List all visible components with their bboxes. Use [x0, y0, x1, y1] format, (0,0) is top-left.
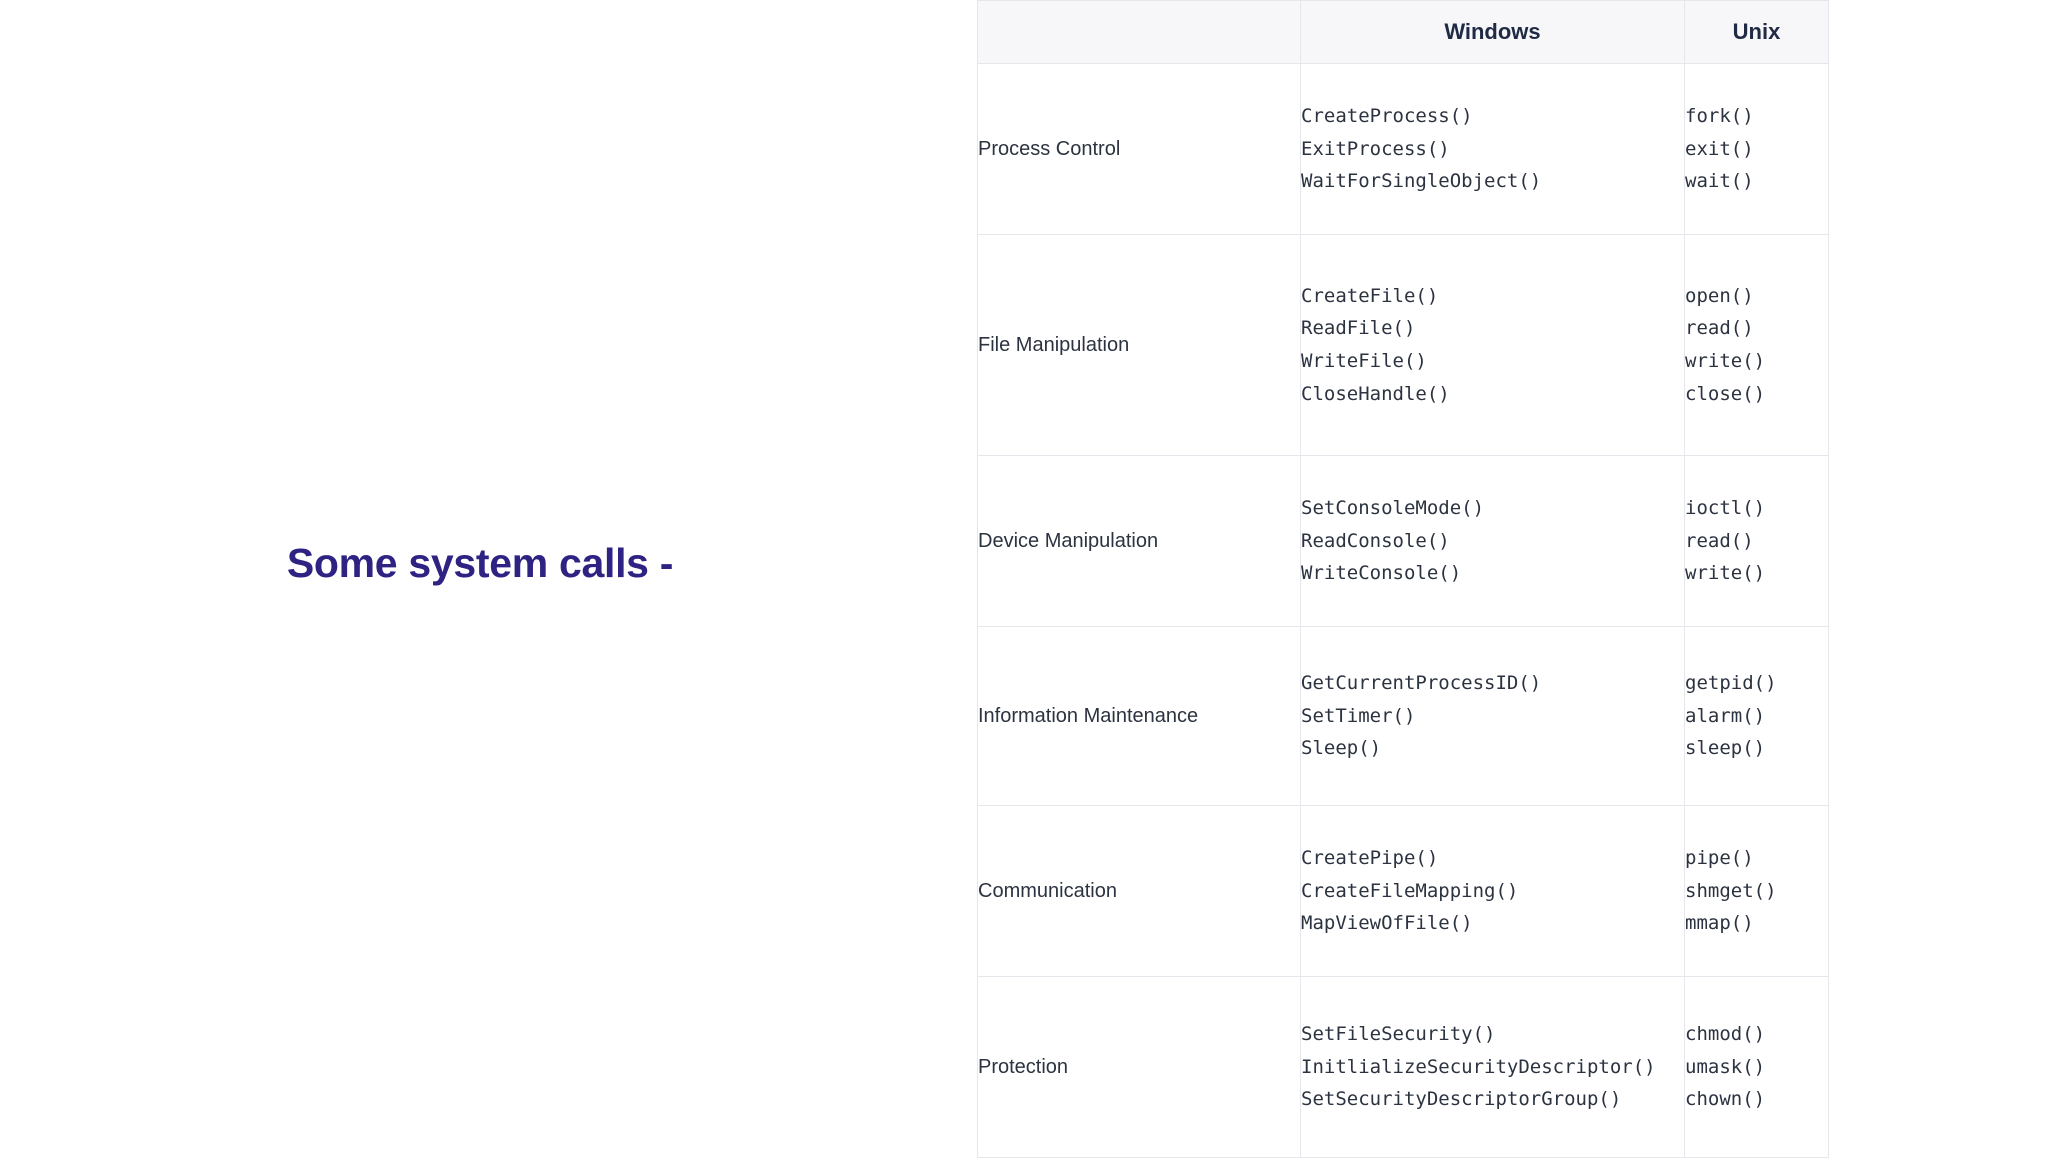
syscall-name: chmod(): [1685, 1022, 1766, 1045]
syscall-name: read(): [1685, 529, 1754, 552]
syscall-name: write(): [1685, 350, 1766, 372]
cell-windows-calls: SetConsoleMode() ReadConsole() WriteConsol…: [1300, 455, 1685, 627]
cell-unix-calls: pipe() shmget() mmap(): [1684, 805, 1829, 977]
syscall-name: WriteFile(): [1301, 350, 1427, 372]
cell-windows-calls: CreateFile() ReadFile() WriteFile() CloseHa…: [1300, 234, 1685, 456]
column-header-unix: Unix: [1684, 0, 1829, 64]
syscall-name: GetCurrentProcessID(): [1301, 671, 1542, 694]
cell-windows-calls: SetFileSecurity() InitlializeSecurityDesc…: [1300, 976, 1685, 1158]
syscall-name: close(): [1685, 382, 1766, 405]
syscall-name: umask(): [1685, 1055, 1766, 1078]
syscall-name: write(): [1685, 562, 1766, 585]
page-title: Some system calls -: [286, 540, 674, 586]
syscall-name: SetTimer(): [1301, 704, 1416, 727]
syscall-name: Sleep(): [1301, 737, 1382, 760]
syscall-name: ioctl(): [1685, 496, 1766, 519]
cell-windows-calls: CreateProcess() ExitProcess() WaitForSingl…: [1300, 63, 1685, 235]
cell-category: Process Control: [977, 63, 1301, 235]
syscall-name: InitlializeSecurityDescriptor(): [1301, 1055, 1656, 1078]
syscall-name: CreateFile(): [1301, 284, 1439, 307]
syscall-name: CreateProcess(): [1301, 104, 1473, 127]
syscall-name: open(): [1685, 284, 1754, 307]
syscall-name: wait(): [1685, 170, 1754, 193]
syscall-name: CreateFileMapping(): [1301, 879, 1519, 902]
cell-category: Information Maintenance: [977, 626, 1301, 806]
syscall-name: ExitProcess(): [1301, 137, 1450, 160]
syscall-name: fork(): [1685, 104, 1754, 127]
syscall-name: alarm(): [1685, 704, 1766, 727]
cell-windows-calls: CreatePipe() CreateFileMapping() MapViewOf…: [1300, 805, 1685, 977]
syscall-name: CloseHandle(): [1301, 382, 1450, 405]
table-header-row: Windows Unix: [977, 0, 1829, 64]
cell-unix-calls: ioctl() read() write(): [1684, 455, 1829, 627]
syscall-name: SetFileSecurity(): [1301, 1022, 1496, 1045]
cell-category: File Manipulation: [977, 234, 1301, 456]
syscall-name: WaitForSingleObject(): [1301, 170, 1542, 193]
table-header: Windows Unix: [977, 0, 1829, 64]
syscall-name: ReadFile(): [1301, 317, 1416, 340]
syscall-name: SetConsoleMode(): [1301, 496, 1485, 519]
syscall-name: MapViewOfFile(): [1301, 912, 1473, 935]
cell-unix-calls: chmod() umask() chown(): [1684, 976, 1829, 1158]
cell-unix-calls: getpid() alarm() sleep(): [1684, 626, 1829, 806]
syscall-name: chown(): [1685, 1088, 1766, 1111]
cell-category: Device Manipulation: [977, 455, 1301, 627]
syscall-name: pipe(): [1685, 846, 1754, 869]
syscall-name: getpid(): [1685, 671, 1777, 694]
syscall-name: mmap(): [1685, 912, 1754, 935]
syscall-name: CreatePipe(): [1301, 846, 1439, 869]
cell-category: Protection: [977, 976, 1301, 1158]
cell-category: Communication: [977, 805, 1301, 977]
syscall-name: exit(): [1685, 137, 1754, 160]
syscall-name: SetSecurityDescriptorGroup(): [1301, 1088, 1622, 1111]
cell-unix-calls: open() read() write() close(): [1684, 234, 1829, 456]
column-header-windows: Windows: [1300, 0, 1685, 64]
cell-windows-calls: GetCurrentProcessID() SetTimer() Sleep(): [1300, 626, 1685, 806]
syscall-name: read(): [1685, 317, 1754, 340]
column-header-category: [977, 0, 1301, 64]
syscall-name: shmget(): [1685, 879, 1777, 902]
syscall-name: ReadConsole(): [1301, 529, 1450, 552]
syscall-name: WriteConsole(): [1301, 562, 1462, 585]
cell-unix-calls: fork() exit() wait(): [1684, 63, 1829, 235]
syscall-name: sleep(): [1685, 737, 1766, 760]
